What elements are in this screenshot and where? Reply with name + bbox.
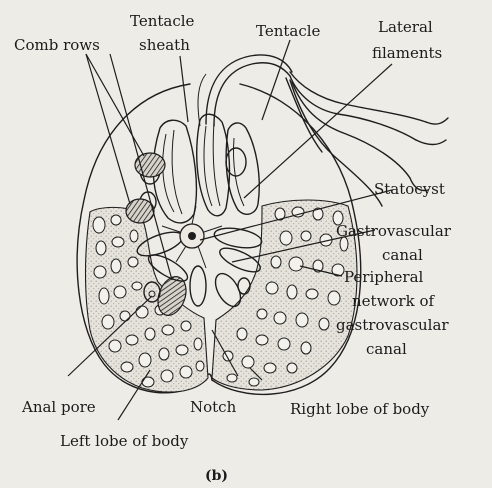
label-peripheral-network-line2: network of xyxy=(352,292,435,310)
label-left-lobe: Left lobe of body xyxy=(60,432,189,450)
label-statocyst: Statocyst xyxy=(374,180,445,198)
label-tentacle: Tentacle xyxy=(256,22,321,40)
label-tentacle-sheath-line2: sheath xyxy=(139,36,190,54)
label-peripheral-network-line4: canal xyxy=(366,340,407,358)
label-gastrovascular-canal-line1: Gastrovascular xyxy=(336,222,452,240)
label-comb-rows: Comb rows xyxy=(14,36,100,54)
tentacle-sheaths xyxy=(153,114,259,223)
figure-caption: (b) xyxy=(205,468,228,484)
comb-row-1 xyxy=(135,153,165,177)
label-peripheral-network-line1: Peripheral xyxy=(344,268,424,286)
labels: Comb rows Tentacle sheath Tentacle Later… xyxy=(14,12,452,484)
label-gastrovascular-canal-line2: canal xyxy=(382,246,423,264)
label-lateral-filaments-line2: filaments xyxy=(372,44,442,62)
label-tentacle-sheath-line1: Tentacle xyxy=(130,12,195,30)
label-anal-pore: Anal pore xyxy=(21,398,96,416)
label-lateral-filaments-line1: Lateral xyxy=(378,18,433,36)
label-right-lobe: Right lobe of body xyxy=(290,400,430,418)
label-peripheral-network-line3: gastrovascular xyxy=(336,316,449,334)
label-notch: Notch xyxy=(190,398,237,416)
